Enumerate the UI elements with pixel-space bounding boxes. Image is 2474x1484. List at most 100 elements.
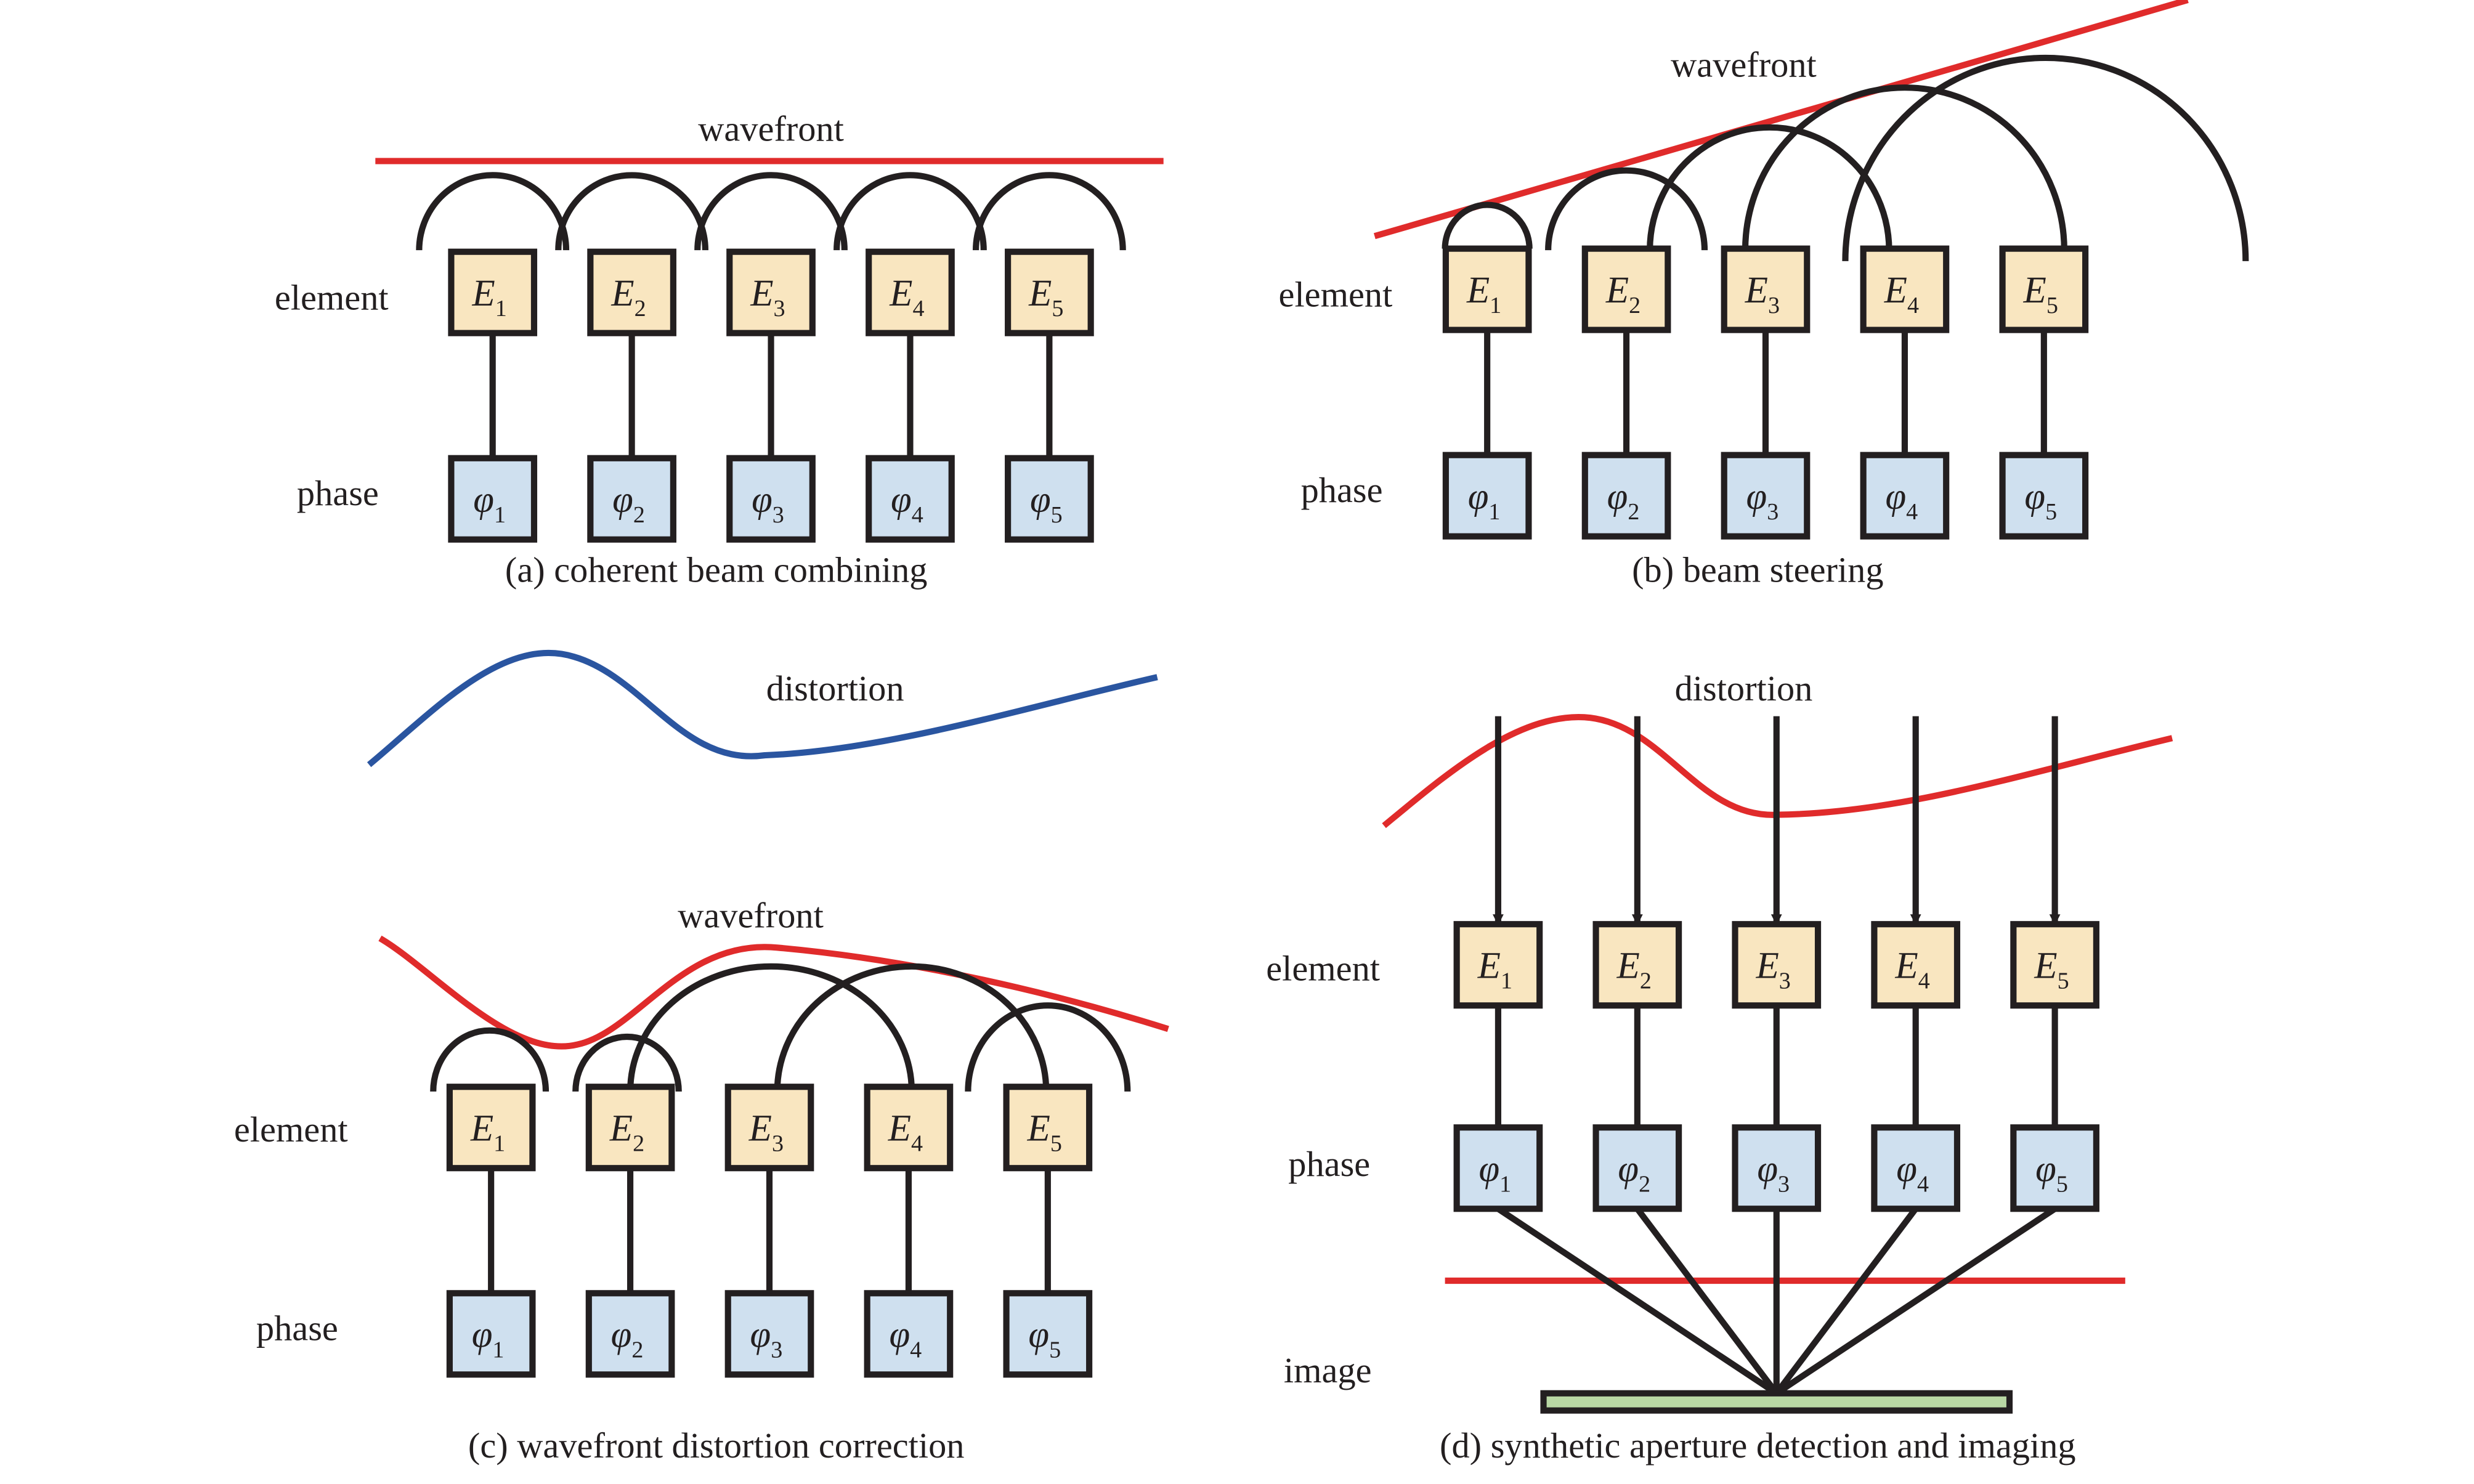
phase-box: φ3 (726, 455, 816, 543)
phase-symbol: φ1 (473, 479, 506, 528)
phase-box: φ2 (1581, 452, 1671, 540)
panel-a: wavefront element phase E1 E2 E3 E4 E5 φ1 φ2 φ… (275, 108, 1164, 590)
wavelet-arc (627, 963, 915, 1092)
wavelet-arc (555, 172, 708, 251)
element-symbol: E4 (1884, 270, 1919, 318)
phase-symbol: φ4 (891, 479, 923, 528)
wavelet-arcs (1442, 54, 2249, 261)
wavelet-arcs (416, 172, 1126, 251)
phase-symbol: φ5 (1028, 1315, 1061, 1363)
phase-row-label: phase (297, 473, 379, 513)
phase-symbol: φ1 (472, 1315, 505, 1363)
element-box-shape (1453, 921, 1543, 1009)
element-symbol: E3 (748, 1108, 784, 1157)
wavelet-arc (833, 172, 987, 251)
element-box: E5 (1005, 248, 1094, 336)
phase-box: φ1 (446, 1290, 536, 1378)
panel-caption: (b) beam steering (1632, 549, 1883, 590)
element-box: E4 (864, 1084, 954, 1172)
phase-box: φ5 (1999, 452, 2089, 540)
element-symbol: E5 (1027, 1108, 1062, 1157)
element-box-shape (1732, 921, 1822, 1009)
phase-box: φ5 (1005, 455, 1094, 543)
phase-box-shape (585, 1290, 675, 1378)
wavelet-arc (774, 963, 1050, 1092)
element-box: E3 (726, 248, 816, 336)
phase-box-shape (726, 455, 816, 543)
connector-lines (488, 1168, 1051, 1294)
element-box-shape (1442, 245, 1532, 333)
wavefront-line (1373, 0, 2189, 240)
wavelet-arcs (430, 963, 1131, 1092)
panel-caption: (a) coherent beam combining (505, 549, 928, 590)
wavelet-arc (416, 172, 570, 251)
wavefront-label: wavefront (1671, 44, 1817, 84)
element-box: E5 (2010, 921, 2099, 1009)
wavelet-arc (1842, 54, 2249, 261)
phase-symbol: φ2 (612, 479, 645, 528)
phase-symbol: φ1 (1468, 476, 1501, 525)
image-plane (1540, 1390, 2013, 1414)
wavefront-label: wavefront (698, 108, 844, 148)
element-symbol: E1 (1477, 946, 1512, 994)
wavefront-label: wavefront (678, 895, 824, 935)
element-box: E2 (1581, 245, 1671, 333)
element-box: E2 (587, 248, 676, 336)
connector-lines (489, 333, 1053, 458)
element-box-shape (1592, 921, 1682, 1009)
phase-symbol: φ2 (1618, 1149, 1650, 1198)
element-box: E5 (1003, 1084, 1093, 1172)
element-symbol: E5 (2023, 270, 2058, 318)
element-box: E4 (1860, 245, 1950, 333)
element-box-shape (1721, 245, 1811, 333)
wavelet-arc (430, 1027, 550, 1092)
wavelet-arc (694, 172, 848, 251)
element-symbol: E5 (2034, 946, 2069, 994)
phase-row-label: phase (1288, 1144, 1370, 1184)
panel-caption: (d) synthetic aperture detection and ima… (1440, 1425, 2076, 1466)
distortion-label: distortion (1675, 668, 1813, 708)
phase-box: φ1 (1442, 452, 1532, 540)
element-symbol: E4 (1894, 946, 1929, 994)
phase-box-shape (1005, 455, 1094, 543)
phase-box: φ3 (1721, 452, 1811, 540)
phase-box: φ2 (1592, 1124, 1682, 1212)
phase-box: φ2 (587, 455, 676, 543)
element-box-shape (1860, 245, 1950, 333)
element-box: E1 (446, 1084, 536, 1172)
element-box: E3 (1732, 921, 1822, 1009)
element-symbol: E2 (1605, 270, 1641, 318)
element-box-shape (1581, 245, 1671, 333)
distortion-label: distortion (766, 668, 904, 708)
phase-box-shape (587, 455, 676, 543)
phase-symbol: φ3 (1746, 476, 1779, 525)
image-row-label: image (1284, 1350, 1372, 1390)
element-symbol: E3 (750, 273, 785, 322)
element-row: E1 E2 E3 E4 E5 (446, 1084, 1093, 1172)
element-symbol: E3 (1756, 946, 1791, 994)
phase-symbol: φ3 (752, 479, 784, 528)
phase-symbol: φ3 (1757, 1149, 1790, 1198)
phase-box-shape (1999, 452, 2089, 540)
phase-row-label: phase (256, 1308, 338, 1348)
element-symbol: E4 (889, 273, 924, 322)
phase-symbol: φ4 (1896, 1149, 1929, 1198)
element-row-label: element (1266, 949, 1380, 989)
element-box: E4 (1871, 921, 1961, 1009)
connector-lines (1484, 330, 2047, 455)
wavelet-arc (973, 172, 1126, 251)
element-row-label: element (275, 278, 389, 318)
element-symbol: E2 (609, 1108, 644, 1157)
wavelet-arc (572, 1033, 682, 1092)
phase-box: φ3 (1732, 1124, 1822, 1212)
panel-caption: (c) wavefront distortion correction (468, 1425, 965, 1466)
element-box-shape (1871, 921, 1961, 1009)
incident-arrows (1493, 716, 2061, 926)
element-box: E3 (1721, 245, 1811, 333)
phase-symbol: φ5 (2035, 1149, 2068, 1198)
wavelet-arc (1647, 124, 1892, 251)
element-box: E1 (448, 248, 538, 336)
